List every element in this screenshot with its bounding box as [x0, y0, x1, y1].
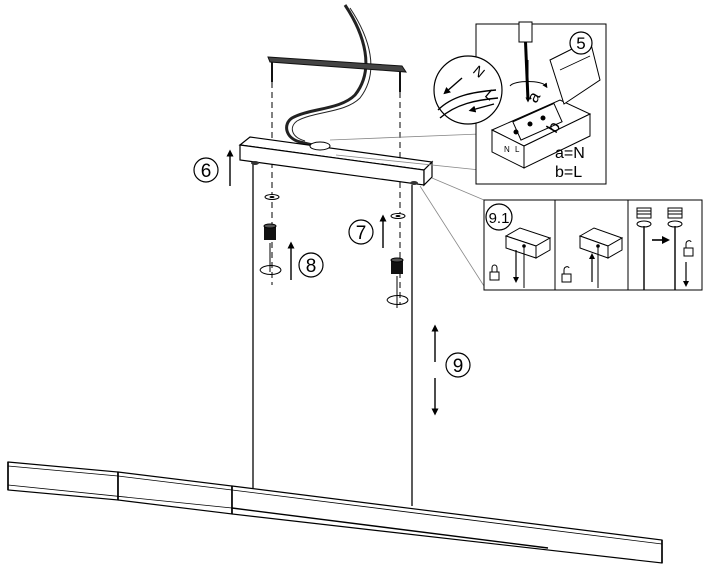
callout-91-line-a	[419, 185, 485, 287]
step-8-badge: 8	[298, 252, 324, 278]
washer-right	[390, 213, 406, 219]
detail-91-release-panel: 9.1	[483, 199, 703, 291]
power-cable	[285, 4, 368, 150]
step-6-label: 6	[201, 161, 212, 182]
light-bar	[7, 461, 663, 564]
panel-91-grippers	[636, 207, 694, 290]
cable-gripper-right	[386, 257, 409, 308]
wiring-a-equals-n: a=N	[555, 145, 585, 162]
canopy	[238, 136, 434, 187]
lock-open-icon	[561, 266, 572, 283]
terminal-l-label: L	[515, 145, 520, 154]
terminal-n-label: N	[504, 145, 510, 154]
step-5-label: 5	[576, 34, 585, 53]
step-91-label: 9.1	[489, 210, 510, 227]
panel-91-unlocked	[561, 227, 624, 288]
ceiling-mounting-plate	[267, 56, 407, 92]
power-cable-inner	[291, 7, 372, 142]
step-7-badge: 7	[348, 219, 374, 245]
panel-91-locked	[489, 227, 552, 288]
cable-gripper-left	[259, 223, 282, 275]
step-8-label: 8	[306, 256, 317, 277]
callout-5-line-a	[329, 133, 481, 141]
step-9-badge: 9	[445, 352, 471, 378]
step-7-label: 7	[356, 223, 367, 244]
callout-5-line-b	[335, 154, 481, 171]
lock-open-icon	[683, 240, 694, 257]
step-9-label: 9	[453, 356, 464, 377]
lock-closed-icon	[489, 264, 500, 281]
detail-5-wiring-panel: N L N L a b 5 a=N b=L	[433, 21, 607, 185]
wiring-b-equals-l: b=L	[555, 164, 582, 181]
washer-left	[264, 194, 280, 200]
step-6-badge: 6	[193, 157, 219, 183]
callout-91-line-b	[431, 177, 485, 201]
